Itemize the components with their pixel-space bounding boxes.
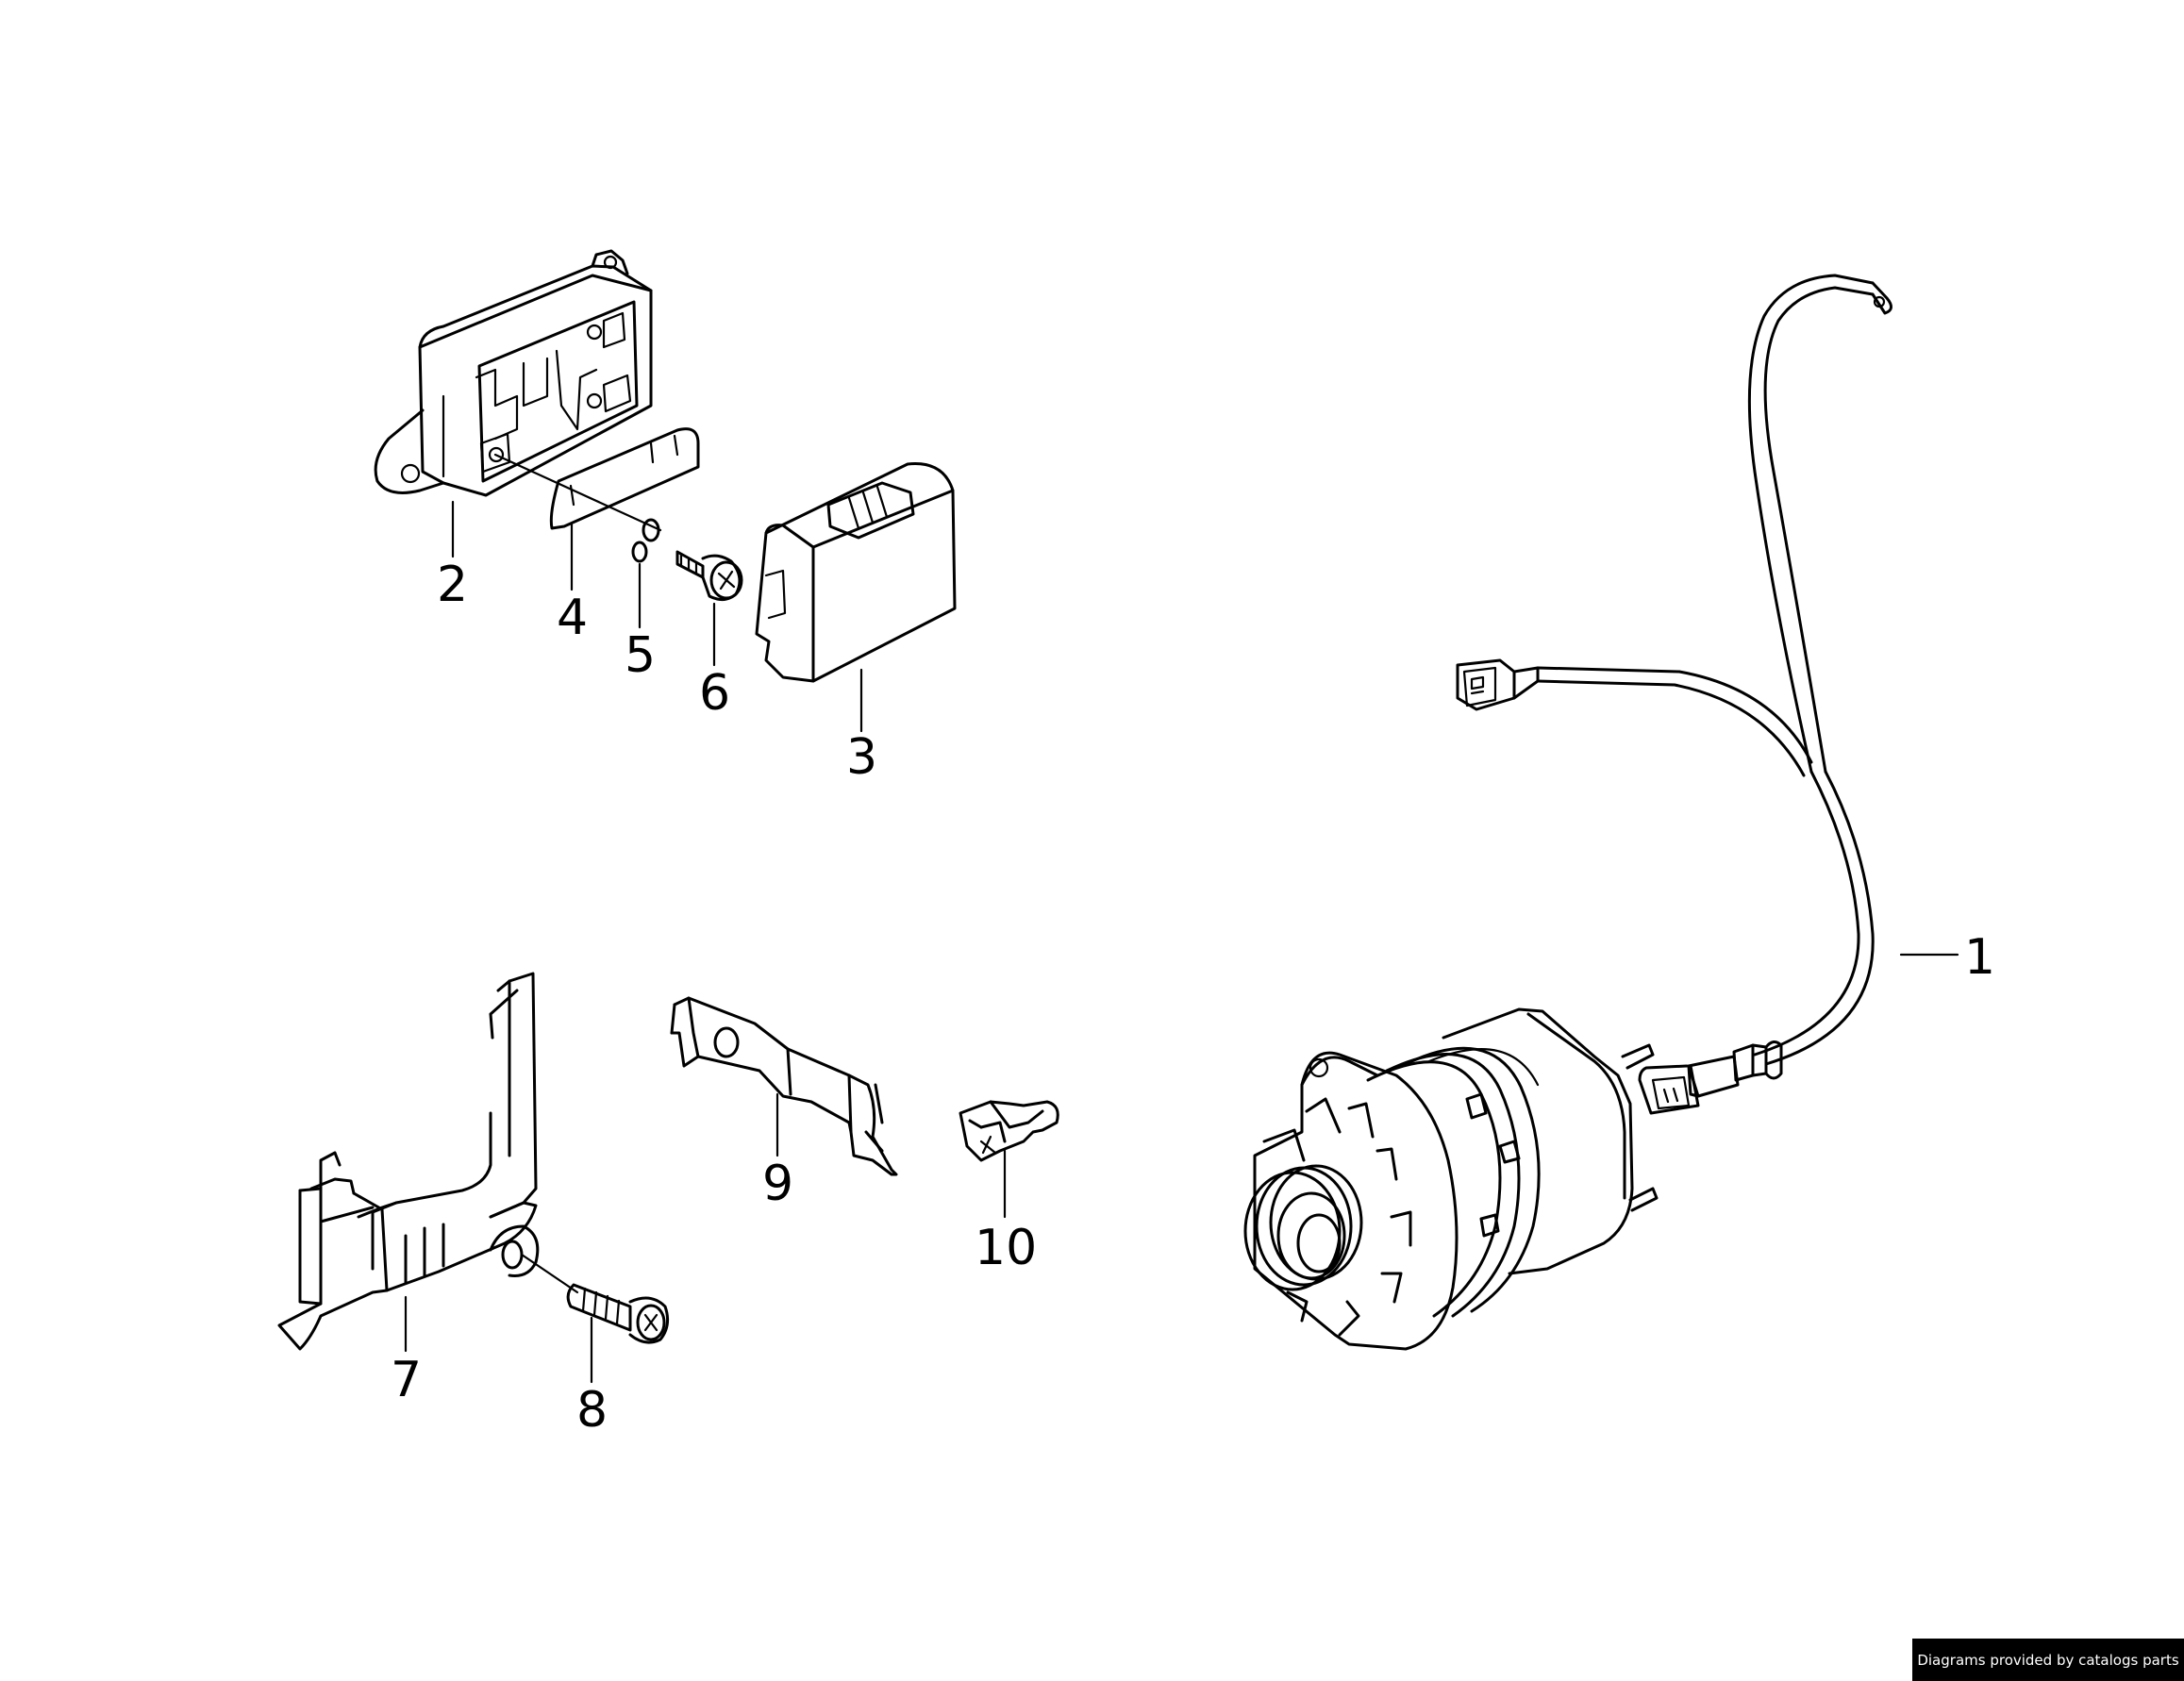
callout-3: 3 [846, 729, 877, 786]
callout-4: 4 [557, 590, 588, 646]
part-9-bracket [670, 996, 898, 1176]
part-7-bracket [277, 972, 540, 1351]
callout-1: 1 [1964, 929, 1995, 986]
callout-2: 2 [437, 557, 468, 613]
assembly-line-7-8 [520, 1253, 579, 1294]
leader-lines [404, 500, 1959, 1384]
part-3-cover [755, 462, 957, 683]
part-1-wiring-harness [1456, 274, 1892, 1115]
part-10-clip [959, 1100, 1059, 1162]
callout-7: 7 [391, 1352, 422, 1408]
callout-10: 10 [975, 1220, 1037, 1276]
part-8-bolt [566, 1283, 670, 1344]
callout-9: 9 [762, 1156, 793, 1212]
callout-8: 8 [576, 1382, 608, 1439]
part-5-washer [631, 518, 660, 563]
callout-5: 5 [625, 627, 656, 684]
alternator [1243, 1007, 1659, 1351]
part-4-gasket [549, 427, 700, 530]
assembly-line [493, 453, 662, 532]
credit-banner: Diagrams provided by catalogs parts [1912, 1639, 2184, 1681]
callout-6: 6 [699, 665, 730, 722]
part-6-screw [675, 550, 743, 601]
